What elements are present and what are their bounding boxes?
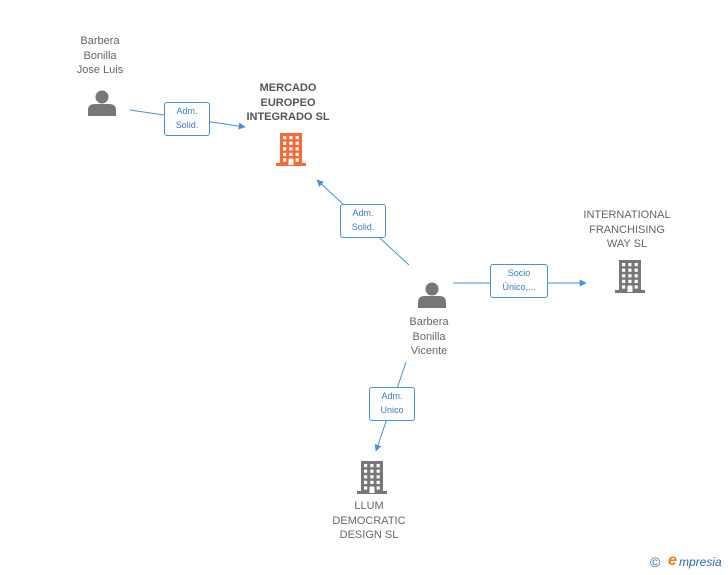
node-label-line: MERCADO — [259, 82, 317, 94]
copyright-icon: © — [650, 554, 661, 570]
edge-label-line: Solid. — [175, 120, 199, 130]
node-label-line: DEMOCRATIC — [332, 514, 406, 527]
brand-logo-initial: e — [668, 552, 677, 569]
node-label-mercado[interactable]: MERCADO EUROPEO INTEGRADO SL — [233, 81, 343, 125]
node-label-line: Barbera — [80, 35, 120, 47]
brand-name: mpresia — [679, 555, 722, 569]
node-label-llum[interactable]: LLUM DEMOCRATIC DESIGN SL — [324, 499, 414, 543]
edge-label-line: Solid. — [351, 222, 375, 232]
building-icon[interactable] — [615, 260, 645, 293]
node-label-line: WAY SL — [606, 238, 648, 250]
node-label-line: FRANCHISING — [589, 223, 665, 236]
node-label-line: Bonilla — [412, 330, 446, 343]
node-label-line: INTEGRADO SL — [246, 111, 330, 123]
person-icon[interactable] — [88, 90, 116, 117]
node-label-international[interactable]: INTERNATIONAL FRANCHISING WAY SL — [572, 208, 682, 252]
edge-label-line: Socio — [507, 268, 531, 278]
building-icon[interactable] — [357, 461, 387, 494]
node-label-line: EUROPEO — [260, 96, 316, 109]
node-label-line: Jose Luis — [76, 64, 124, 76]
node-label-line: LLUM — [354, 500, 384, 512]
edge-label-line: Único,... — [502, 282, 536, 292]
node-label-line: Bonilla — [83, 49, 117, 62]
edge-label-line: Unico — [380, 405, 404, 415]
node-label-line: Vicente — [410, 345, 448, 357]
person-icon[interactable] — [418, 282, 446, 309]
node-label-line: INTERNATIONAL — [583, 209, 671, 221]
node-label-line: DESIGN SL — [339, 529, 399, 541]
edge-label-e2[interactable]: Adm. Solid. — [340, 204, 386, 238]
edge-label-e4[interactable]: Adm. Unico — [369, 387, 415, 421]
edge-label-line: Adm. — [176, 106, 198, 116]
edge-label-line: Adm. — [381, 391, 403, 401]
node-label-line: Barbera — [409, 316, 449, 328]
edge-label-e1[interactable]: Adm. Solid. — [164, 102, 210, 136]
building-icon[interactable] — [276, 133, 306, 166]
edge-label-line: Adm. — [352, 208, 374, 218]
